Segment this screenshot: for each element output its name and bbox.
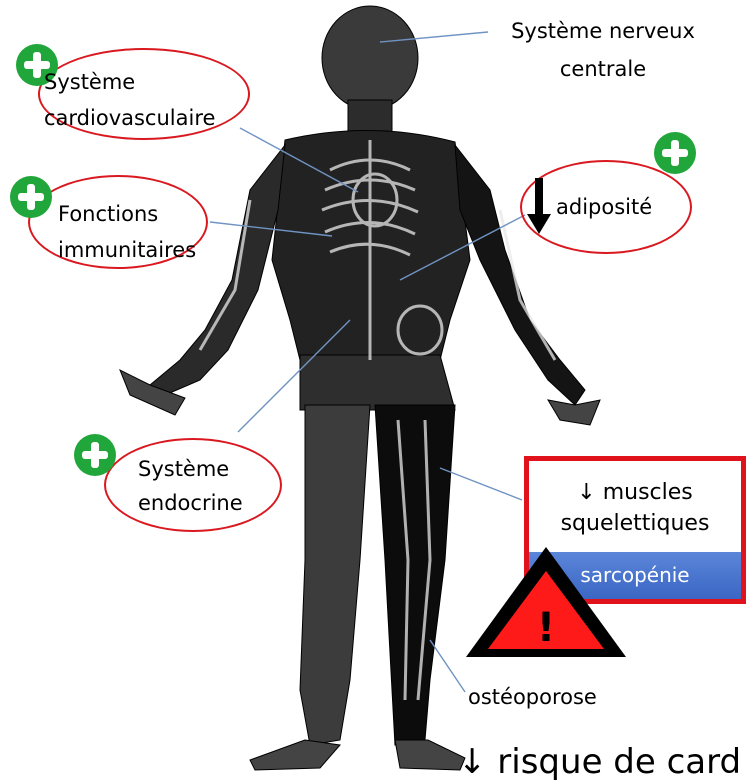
label-skeletal-muscles: ↓ muscles squelettiques (529, 477, 741, 539)
warning-icon: ! (462, 543, 630, 661)
down-arrow-icon (527, 178, 551, 234)
label-cardio-risk: ↓ risque de card (458, 742, 741, 782)
label-adiposity: adiposité (556, 194, 652, 220)
plus-icon (74, 434, 116, 476)
label-osteoporosis: ostéoporose (468, 684, 597, 710)
label-nervous-system: Système nerveux centrale (488, 12, 718, 88)
label-immune: Fonctions immunitaires (58, 196, 196, 268)
plus-icon (654, 132, 696, 174)
warning-glyph: ! (537, 605, 555, 651)
label-cardiovascular: Système cardiovasculaire (44, 64, 215, 136)
plus-icon (10, 176, 52, 218)
label-endocrine: Système endocrine (138, 452, 243, 520)
